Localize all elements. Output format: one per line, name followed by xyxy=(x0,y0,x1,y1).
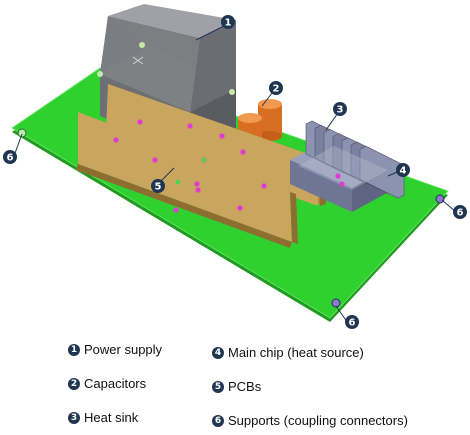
legend-label: Main chip (heat source) xyxy=(228,345,364,360)
legend-item-main-chip: 4 Main chip (heat source) xyxy=(212,345,364,360)
callout-badge-support-bottom: 6 xyxy=(345,315,359,329)
legend-label: Capacitors xyxy=(84,376,147,391)
probe-marker xyxy=(201,157,207,163)
svg-text:2: 2 xyxy=(273,84,280,95)
svg-text:3: 3 xyxy=(337,105,344,116)
legend-item-power-supply: 1 Power supply xyxy=(68,342,162,357)
test-point-marker xyxy=(152,157,158,163)
test-point-marker xyxy=(339,181,345,187)
probe-marker xyxy=(175,179,181,185)
callout-badge-power-supply: 1 xyxy=(221,15,235,29)
number-badge: 5 xyxy=(212,380,224,393)
test-point-marker xyxy=(237,205,243,211)
number-badge: 2 xyxy=(68,377,80,390)
support-connector xyxy=(331,298,341,308)
svg-text:1: 1 xyxy=(225,18,232,29)
callout-badge-capacitors: 2 xyxy=(269,81,283,95)
callout-badge-support-left: 6 xyxy=(3,150,17,164)
test-point-marker xyxy=(240,149,246,155)
callout-badge-heat-sink: 3 xyxy=(333,102,347,116)
support-connector xyxy=(17,128,27,138)
test-point-marker xyxy=(261,183,267,189)
test-point-marker xyxy=(219,133,225,139)
legend-label: PCBs xyxy=(228,379,262,394)
callout-badge-pcbs: 5 xyxy=(151,179,165,193)
svg-text:6: 6 xyxy=(457,208,464,219)
svg-text:6: 6 xyxy=(349,318,356,329)
legend-label: Power supply xyxy=(84,342,163,357)
test-point-marker xyxy=(173,207,179,213)
number-badge: 1 xyxy=(68,343,80,356)
legend-item-capacitors: 2 Capacitors xyxy=(68,376,146,391)
callout-badge-main-chip: 4 xyxy=(396,163,410,177)
number-badge: 3 xyxy=(68,411,80,424)
svg-text:5: 5 xyxy=(155,182,162,193)
legend-label: Supports (coupling connectors) xyxy=(228,413,408,428)
support-connector xyxy=(435,194,445,204)
assembly-diagram: 1 2 3 4 5 6 6 6 xyxy=(3,4,467,329)
svg-text:6: 6 xyxy=(7,153,14,164)
heat-sink-fin xyxy=(359,145,405,199)
test-point-marker xyxy=(137,119,143,125)
legend-label: Heat sink xyxy=(84,410,139,425)
test-point-marker xyxy=(195,187,201,193)
heat-sink xyxy=(290,120,405,212)
main-chip xyxy=(298,146,388,190)
test-point-marker xyxy=(335,173,341,179)
test-point-marker xyxy=(194,181,200,187)
test-point-markers xyxy=(113,119,345,213)
svg-text:4: 4 xyxy=(400,166,407,177)
callouts: 1 2 3 4 5 6 6 6 xyxy=(3,15,467,329)
legend-item-pcbs: 5 PCBs xyxy=(212,379,261,394)
legend-item-heat-sink: 3 Heat sink xyxy=(68,410,138,425)
callout-badge-support-right: 6 xyxy=(453,205,467,219)
test-point-marker xyxy=(113,137,119,143)
legend-item-supports: 6 Supports (coupling connectors) xyxy=(212,413,408,428)
test-point-marker xyxy=(187,123,193,129)
number-badge: 4 xyxy=(212,346,224,359)
number-badge: 6 xyxy=(212,414,224,427)
